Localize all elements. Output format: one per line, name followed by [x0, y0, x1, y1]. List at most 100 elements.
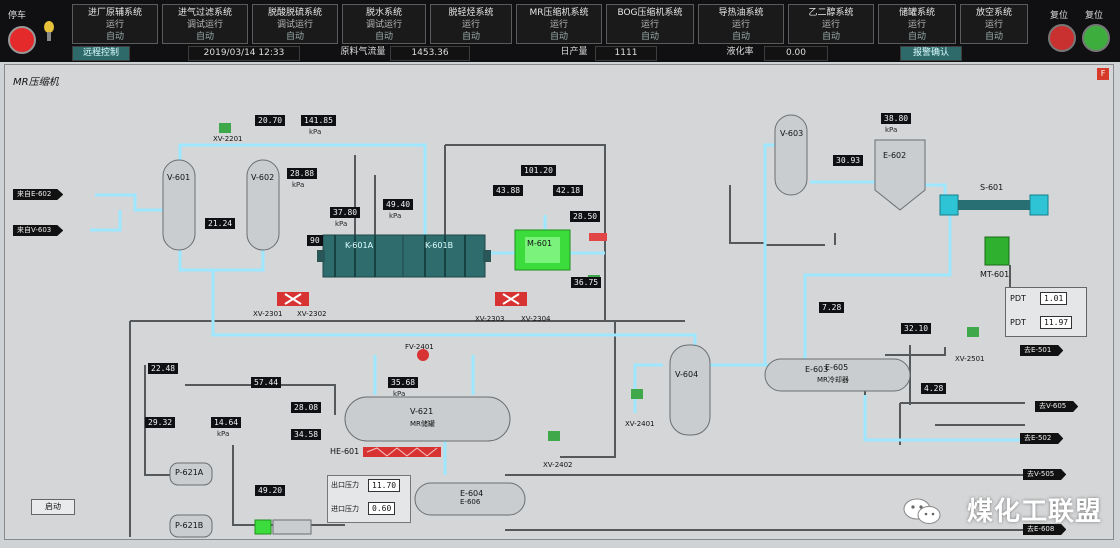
valve-xv2301-tag[interactable]: XV-2301 [253, 310, 283, 318]
system-status-5[interactable]: 脱轻烃系统运行自动 [430, 4, 512, 44]
system-mode: 自动 [731, 32, 750, 42]
pt2201-value: 20.70 [255, 115, 286, 126]
pt2402-value: 14.64 [211, 417, 242, 428]
valve-xv2304-tag[interactable]: XV-2304 [521, 315, 551, 323]
valve-xv2201-tag[interactable]: XV-2201 [213, 135, 243, 143]
system-status: 调试运行 [186, 20, 223, 30]
process-schematic [90, 114, 1049, 538]
system-name: 进气过滤系统 [177, 8, 232, 18]
system-status-2[interactable]: 进气过滤系统调试运行自动 [162, 4, 248, 44]
pt2404-value: 28.08 [291, 402, 322, 413]
system-status: 运行 [907, 20, 926, 30]
valve-fv2401-tag[interactable]: FV-2401 [405, 343, 434, 351]
pt2501-value: 38.80 [881, 113, 912, 124]
system-name: 脱轻烃系统 [448, 8, 494, 18]
system-mode: 自动 [195, 32, 214, 42]
system-mode: 自动 [461, 32, 480, 42]
dp-value-2: 11.97 [1040, 316, 1073, 329]
meter-mt601-label: MT-601 [980, 270, 1010, 279]
exchanger-e602-label: E-602 [883, 151, 907, 160]
dp-label-1: PDT [1010, 294, 1026, 303]
system-status-11[interactable]: 放空系统运行自动 [960, 4, 1028, 44]
pipe-label-in-2: 来自V-603 [13, 225, 64, 236]
system-mode: 自动 [907, 32, 926, 42]
exchanger-e604-label: E-604 [460, 489, 484, 498]
system-status-4[interactable]: 脱水系统调试运行自动 [342, 4, 426, 44]
system-status-10[interactable]: 储罐系统运行自动 [878, 4, 956, 44]
corner-close-icon[interactable]: F [1097, 68, 1109, 80]
pt2406-value: 35.68 [388, 377, 419, 388]
pipe-label-out-1: 去E-501 [1020, 345, 1064, 356]
exchanger-e606-label: E-606 [460, 498, 481, 506]
system-status-8[interactable]: 导热油系统运行自动 [698, 4, 784, 44]
system-status-6[interactable]: MR压缩机系统运行自动 [516, 4, 602, 44]
tt2502-value: 32.10 [901, 323, 932, 334]
pt2502-value: 4.28 [921, 383, 947, 394]
page-title: MR压缩机 [13, 77, 59, 88]
system-mode: 自动 [821, 32, 840, 42]
system-mode: 自动 [285, 32, 304, 42]
pt2301-value: 28.88 [287, 168, 318, 179]
valve-xv2501-tag[interactable]: XV-2501 [955, 355, 985, 363]
tt2401-value: 49.20 [255, 485, 286, 496]
mini-value-1: 11.70 [368, 479, 401, 492]
system-status-9[interactable]: 乙二醇系统运行自动 [788, 4, 874, 44]
compressor-k601a-label: K-601A [345, 241, 374, 250]
lt2301-value: 21.24 [205, 218, 236, 229]
system-mode: 自动 [105, 32, 124, 42]
system-mode: 自动 [640, 32, 659, 42]
lt2401-value: 22.48 [148, 363, 179, 374]
valve-xv2401-tag[interactable]: XV-2401 [625, 420, 655, 428]
pipe-label-in-1: 来自E-602 [13, 189, 64, 200]
system-status: 运行 [984, 20, 1003, 30]
valve-xv2402-tag[interactable]: XV-2402 [543, 461, 573, 469]
reset-green-button[interactable] [1082, 24, 1110, 52]
system-status: 运行 [461, 20, 480, 30]
heater-he601-label: HE-601 [330, 447, 360, 456]
reset-red-button[interactable] [1048, 24, 1076, 52]
system-name: 乙二醇系统 [808, 8, 854, 18]
pipe-label-out-4: 去V-505 [1023, 469, 1067, 480]
tt2305-value: 36.75 [571, 277, 602, 288]
reset-label: 复位 [1050, 11, 1069, 21]
vessel-v602-label: V-602 [251, 173, 275, 182]
pt2301-unit: kPa [292, 181, 305, 189]
alarm-ack-button[interactable]: 报警确认 [900, 46, 962, 61]
pipe-label-out-3: 去E-502 [1020, 433, 1064, 444]
system-status-3[interactable]: 脱酸脱硫系统调试运行自动 [252, 4, 338, 44]
process-diagram-panel: MR压缩机 F [4, 64, 1114, 540]
start-button[interactable]: 启动 [31, 499, 75, 515]
rev-label: 复位 [1085, 11, 1104, 21]
dp-value-1: 1.01 [1040, 292, 1068, 305]
exchanger-e605-label: E-605 [825, 363, 849, 372]
mini-label-2: 进口压力 [331, 505, 359, 513]
pressure-mini-panel: 出口压力 11.70 进口压力 0.60 [327, 475, 411, 523]
system-name: 进厂原辅系统 [87, 8, 142, 18]
wechat-logo-icon [902, 496, 942, 526]
pt2202-value: 141.85 [301, 115, 336, 126]
pt2405-value: 34.58 [291, 429, 322, 440]
system-status-7[interactable]: BOG压缩机系统运行自动 [606, 4, 694, 44]
pt2402-unit: kPa [217, 430, 230, 438]
flow-display: 1453.36 [390, 46, 470, 61]
valve-xv2302-tag[interactable]: XV-2302 [297, 310, 327, 318]
ratio-display: 0.00 [764, 46, 828, 61]
system-status-1[interactable]: 进厂原辅系统运行自动 [72, 4, 158, 44]
pump-p621b-label: P-621B [175, 521, 204, 530]
system-status: 调试运行 [276, 20, 313, 30]
pt2202-unit: kPa [309, 128, 322, 136]
pt2304-value: 90 [307, 235, 323, 246]
tt2301-value: 101.20 [521, 165, 556, 176]
output-label: 日产量 [560, 47, 588, 57]
valve-xv2303-tag[interactable]: XV-2303 [475, 315, 505, 323]
emergency-stop-button[interactable] [8, 26, 36, 54]
pt2302-value: 37.80 [330, 207, 361, 218]
vessel-v621-label: V-621 [410, 407, 434, 416]
system-status-bar: 停车 进厂原辅系统运行自动进气过滤系统调试运行自动脱酸脱硫系统调试运行自动脱水系… [0, 0, 1120, 62]
pt2302-unit: kPa [335, 220, 348, 228]
mode-tag: 远程控制 [72, 46, 130, 61]
system-mode: 自动 [549, 32, 568, 42]
pt2401-value: 29.32 [145, 417, 176, 428]
pipe-label-out-5: 去E-608 [1023, 524, 1067, 535]
vessel-v604-label: V-604 [675, 370, 699, 379]
